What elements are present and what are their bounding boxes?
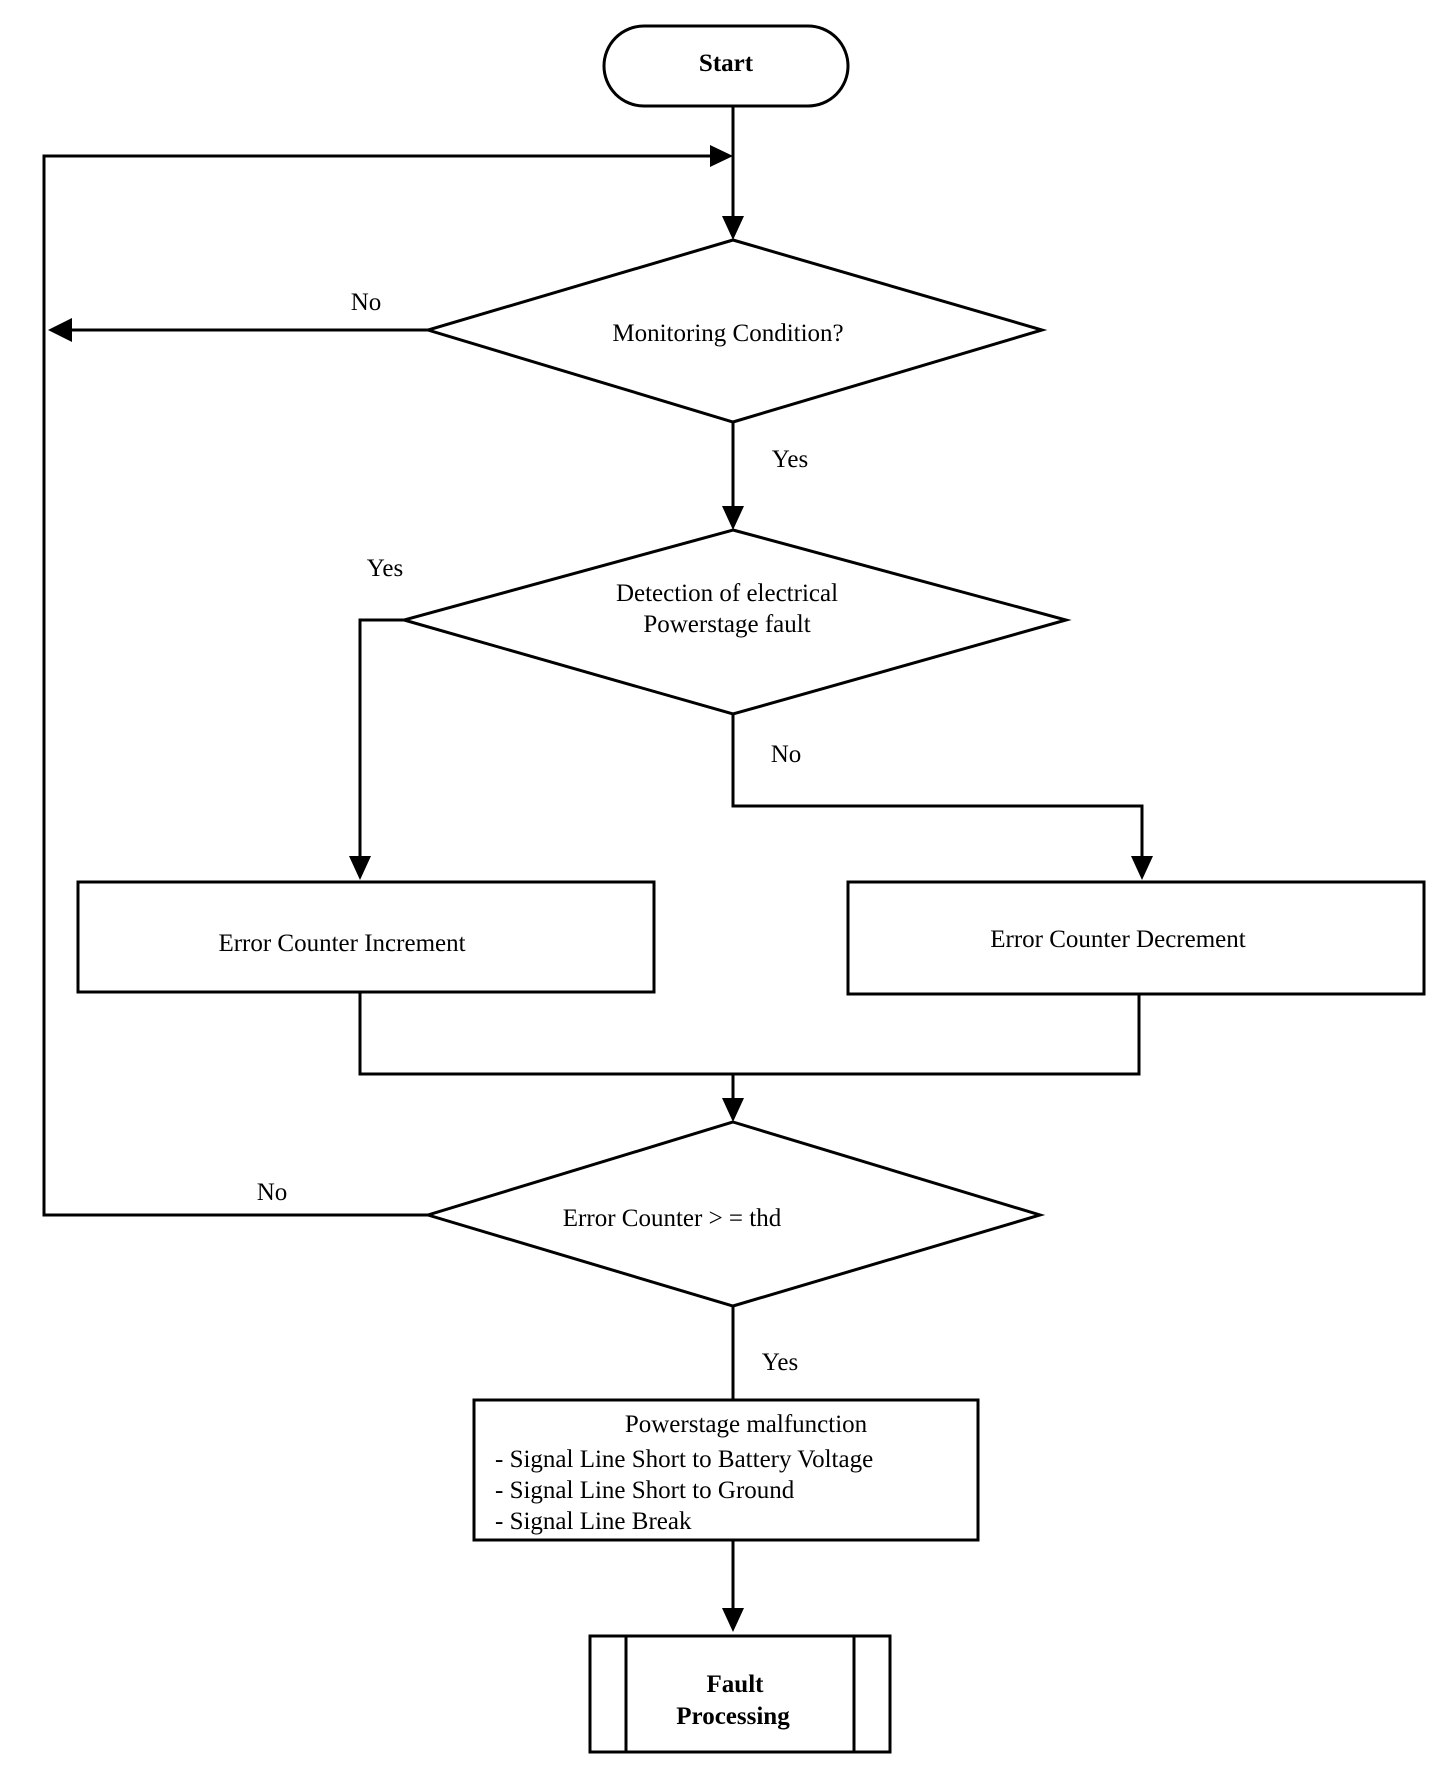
process-decrement-label: Error Counter Decrement [990, 926, 1245, 953]
process-decrement [846, 880, 1426, 996]
malfunction-item: - Signal Line Short to Ground [495, 1477, 795, 1504]
connector-increment-merge [358, 992, 1141, 1076]
process-increment-label: Error Counter Increment [218, 930, 465, 957]
process-increment [76, 880, 656, 994]
arrowhead-decrement [1131, 856, 1153, 880]
arrowhead-loop-merge [710, 145, 733, 167]
malfunction-item: - Signal Line Break [495, 1508, 692, 1535]
malfunction-title: Powerstage malfunction [625, 1411, 868, 1438]
arrowhead-decision-monitoring [722, 216, 744, 240]
label-no-monitoring: No [351, 289, 382, 316]
decision-monitoring-label: Monitoring Condition? [612, 320, 843, 347]
arrowhead-decision-detection [722, 506, 744, 530]
arrowhead-decision-threshold [722, 1098, 744, 1122]
label-yes-detection: Yes [367, 555, 403, 582]
decision-detection-label-line1: Detection of electrical [616, 580, 838, 607]
label-yes-threshold: Yes [762, 1349, 798, 1376]
malfunction-item: - Signal Line Short to Battery Voltage [495, 1446, 873, 1473]
label-yes-monitoring: Yes [772, 446, 808, 473]
process-malfunction [472, 1398, 980, 1542]
decision-detection-label-line2: Powerstage fault [643, 611, 810, 638]
start-label: Start [699, 50, 754, 77]
arrowhead-increment [349, 856, 371, 880]
connector-detection-no [731, 714, 1144, 858]
connector-loop-back [42, 154, 712, 1217]
connector-detection-yes [358, 618, 404, 858]
label-no-detection: No [771, 741, 802, 768]
decision-threshold-label: Error Counter > = thd [563, 1205, 782, 1232]
fault-processing-label-line2: Processing [676, 1703, 790, 1730]
start-terminator [602, 24, 850, 108]
arrowhead-monitoring-no [48, 318, 72, 342]
arrowhead-fault-processing [722, 1608, 744, 1632]
label-no-threshold: No [257, 1179, 288, 1206]
predefined-fault-processing [588, 1634, 892, 1754]
fault-processing-label-line1: Fault [707, 1671, 765, 1698]
